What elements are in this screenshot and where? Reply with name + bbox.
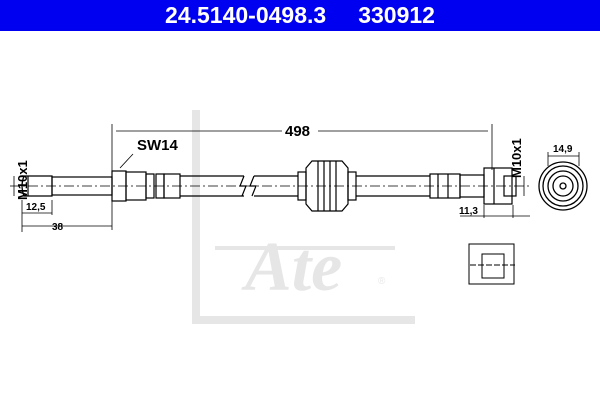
registered-mark: ® (378, 276, 386, 287)
left-fitting-length-label: 12,5 (26, 202, 46, 213)
end-view (538, 152, 588, 211)
title-bar: 24.5140-0498.3 330912 (0, 0, 600, 31)
reference-number: 330912 (358, 2, 435, 28)
end-diameter-label: 14,9 (553, 144, 573, 155)
left-thread-label: M10x1 (15, 160, 30, 200)
right-thread-label: M10x1 (509, 138, 524, 178)
brand-logo: Ate (241, 229, 342, 306)
part-number: 24.5140-0498.3 (165, 2, 327, 28)
right-fitting-length-label: 11,3 (459, 206, 478, 217)
port-section (468, 243, 515, 285)
wrench-size-label: SW14 (137, 137, 179, 154)
hose (180, 160, 430, 212)
ate-watermark: Ate ® (192, 110, 415, 324)
right-fitting (429, 167, 517, 205)
total-length-label: 498 (285, 123, 310, 140)
left-end-length-label: 38 (52, 222, 64, 233)
